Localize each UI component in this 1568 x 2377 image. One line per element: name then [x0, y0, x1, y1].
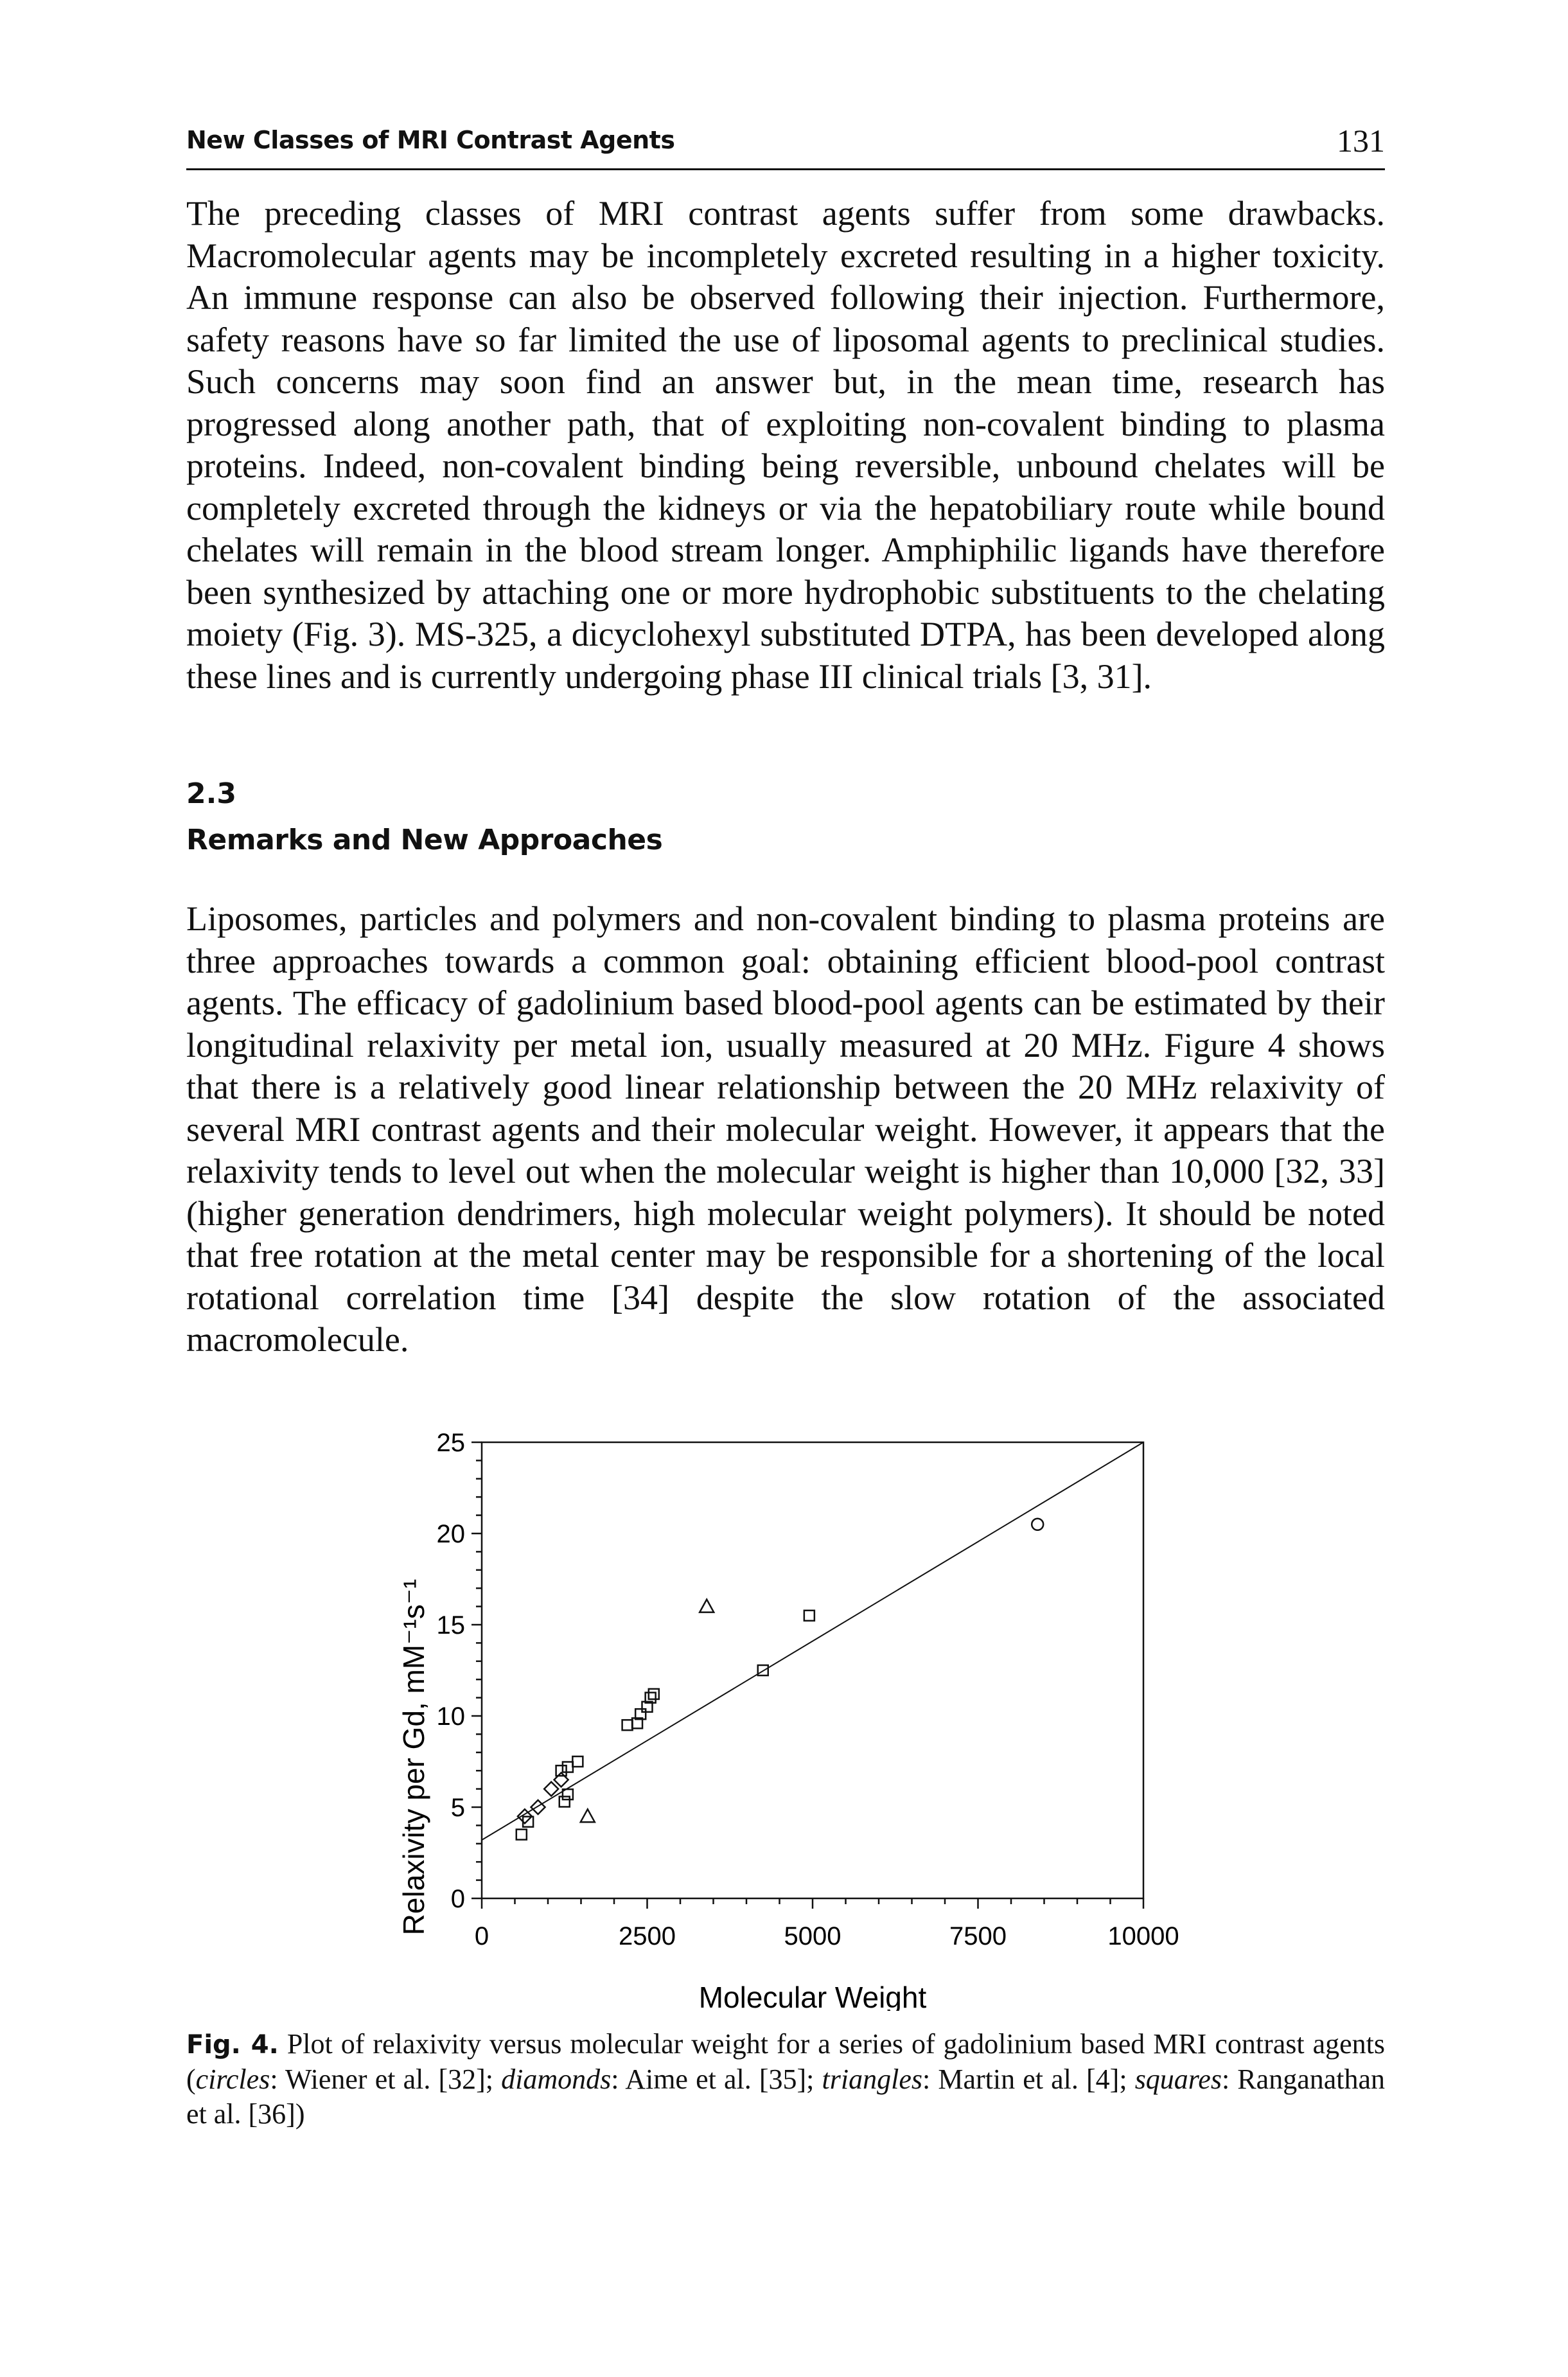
square-point [561, 1761, 574, 1773]
circle-point [1030, 1517, 1044, 1532]
running-head: New Classes of MRI Contrast Agents 131 [186, 122, 1385, 170]
triangle-point [698, 1598, 716, 1613]
square-point [555, 1764, 567, 1777]
square-point [647, 1688, 660, 1701]
square-point [644, 1692, 656, 1704]
square-point [631, 1717, 644, 1729]
y-axis-label: Relaxivity per Gd, mM⁻¹s⁻¹ [397, 1579, 430, 1936]
caption-text-2: : Wiener et al. [32]; [270, 2063, 502, 2095]
x-tick-label: 10000 [1107, 1922, 1179, 1950]
x-tick-label: 7500 [949, 1922, 1007, 1950]
section-title: Remarks and New Approaches [186, 824, 663, 856]
caption-squares: squares [1134, 2063, 1222, 2095]
caption-diamonds: diamonds [501, 2063, 612, 2095]
diamond-point [529, 1799, 547, 1816]
square-point [558, 1796, 570, 1808]
running-title: New Classes of MRI Contrast Agents [186, 126, 675, 154]
square-point [561, 1788, 574, 1801]
fit-line [481, 1442, 1144, 1841]
paragraph-1: The preceding classes of MRI contrast ag… [186, 194, 1385, 696]
x-tick-label: 2500 [619, 1922, 676, 1950]
square-point [803, 1609, 816, 1622]
y-tick-label: 0 [451, 1885, 465, 1913]
y-tick-label: 5 [451, 1794, 465, 1822]
y-tick-label: 25 [437, 1429, 466, 1457]
square-point [757, 1664, 769, 1677]
y-tick-label: 10 [437, 1702, 466, 1731]
x-tick-label: 5000 [784, 1922, 841, 1950]
caption-text-5: : Ranganathan et al. [36]) [186, 2063, 1386, 2130]
page-number: 131 [1337, 123, 1385, 159]
caption-label: Fig. 4. [186, 2030, 279, 2060]
caption-text-4: : Martin et al. [4]; [922, 2063, 1135, 2095]
diamond-point [552, 1771, 570, 1789]
square-point [522, 1816, 534, 1828]
square-point [572, 1755, 584, 1768]
diamond-point [543, 1780, 559, 1798]
square-point [621, 1719, 633, 1731]
diamond-point [516, 1808, 533, 1825]
plot-area-frame [480, 1441, 1145, 1900]
section-number: 2.3 [186, 777, 236, 810]
caption-text-1: Plot of relaxivity versus molecular weig… [186, 2028, 1386, 2095]
square-point [641, 1701, 653, 1713]
triangle-point [579, 1807, 596, 1823]
square-point [515, 1828, 528, 1841]
caption-circles: circles [195, 2063, 270, 2095]
figure-caption: Fig. 4. Plot of relaxivity versus molecu… [186, 2027, 1385, 2132]
square-point [634, 1708, 647, 1720]
caption-text-3: : Aime et al. [35]; [611, 2063, 822, 2095]
y-tick-label: 20 [437, 1520, 466, 1548]
x-axis-label: Molecular Weight [699, 1981, 927, 2011]
caption-triangles: triangles [822, 2063, 922, 2095]
figure-4-chart: 0 5 10 15 20 25 0 2500 5000 7500 10000 Molecular W… [397, 1429, 1179, 2011]
y-tick-label: 15 [437, 1611, 466, 1639]
paragraph-2: Liposomes, particles and polymers and no… [186, 899, 1385, 1359]
x-tick-label: 0 [475, 1922, 489, 1950]
